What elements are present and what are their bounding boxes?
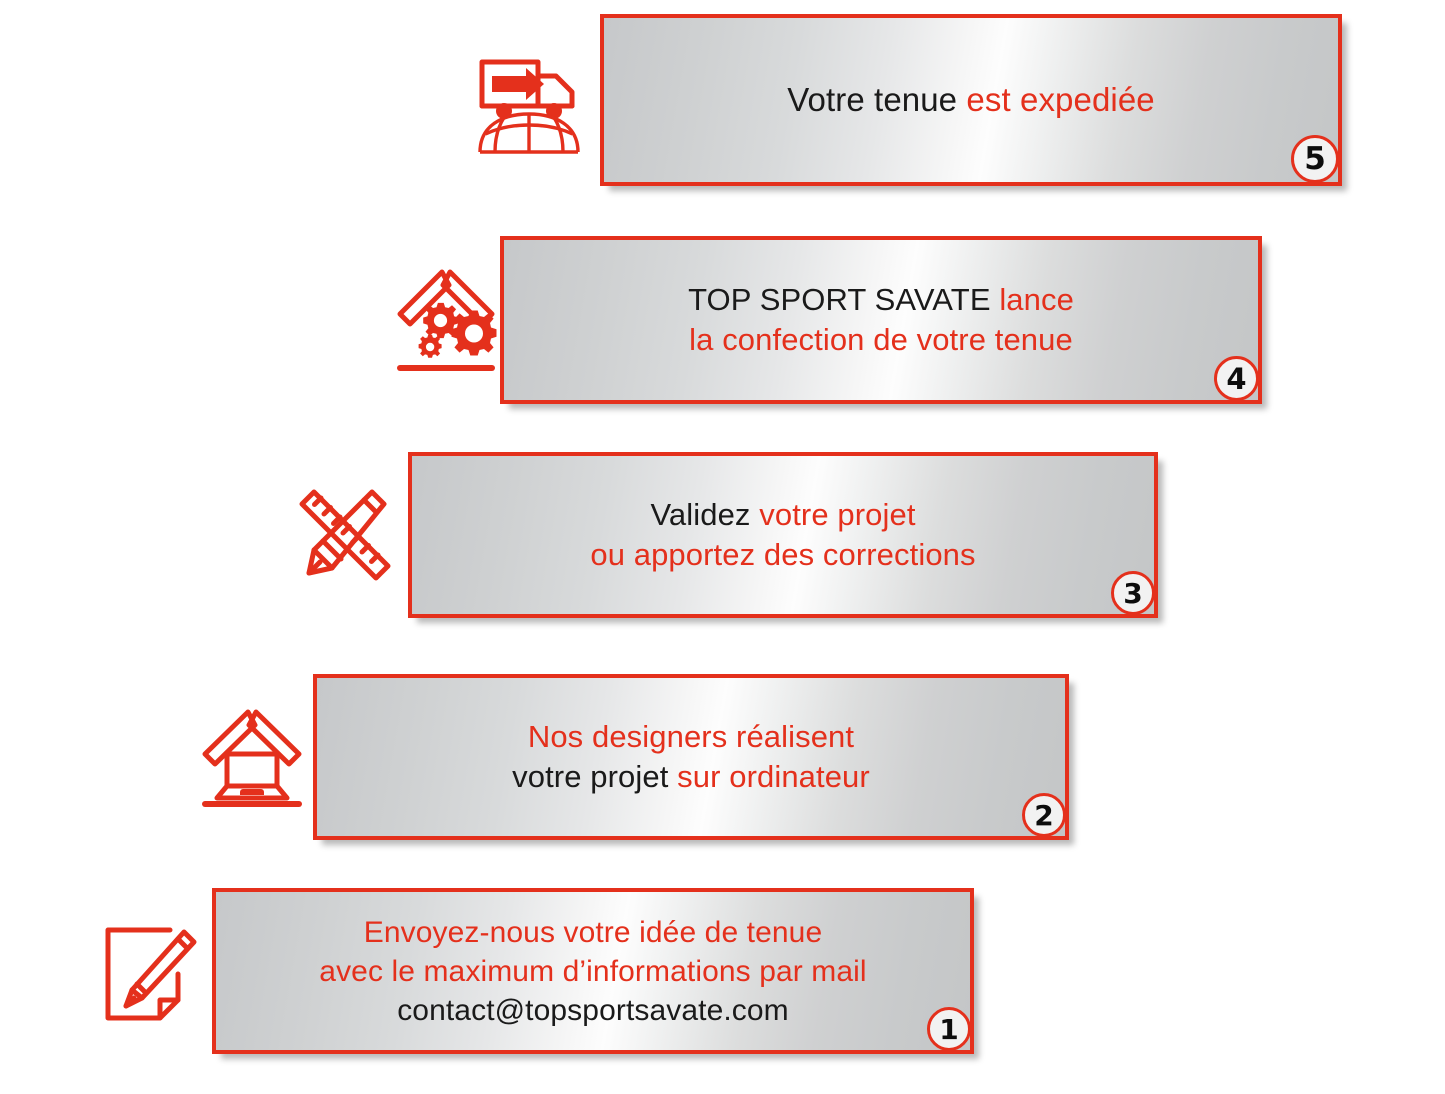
step-number-badge-3: 3 — [1111, 571, 1155, 615]
document-pencil-icon — [98, 918, 206, 1028]
step-number-badge-4: 4 — [1214, 356, 1259, 401]
text-segment: TOP SPORT SAVATE — [688, 281, 1000, 317]
text-segment: votre projet — [512, 759, 678, 794]
step-text-line: Nos designers réalisent — [512, 717, 870, 757]
step-bar-5: Votre tenue est expediée 5 — [600, 14, 1342, 186]
step-text-line: Validez votre projet — [590, 495, 975, 535]
step-text-line: TOP SPORT SAVATE lance — [688, 280, 1074, 320]
text-segment: Votre tenue — [787, 80, 967, 118]
step-text-1: Envoyez-nous votre idée de tenue avec le … — [305, 913, 880, 1030]
step-text-line: avec le maximum d’informations par mail — [319, 952, 866, 991]
step-number-badge-5: 5 — [1291, 135, 1339, 183]
delivery-truck-globe-icon — [474, 48, 584, 158]
text-segment: la confection de votre tenue — [689, 322, 1073, 357]
step-text-line: ou apportez des corrections — [590, 535, 975, 575]
roof-gears-icon — [392, 262, 500, 378]
step-text-5: Votre tenue est expediée — [773, 79, 1169, 122]
text-segment: contact@topsportsavate.com — [397, 993, 789, 1027]
text-segment: votre projet — [759, 496, 916, 532]
roof-laptop-icon — [197, 704, 307, 814]
step-number-badge-1: 1 — [927, 1007, 971, 1051]
step-text-line: Votre tenue est expediée — [787, 79, 1155, 122]
step-bar-1: Envoyez-nous votre idée de tenue avec le … — [212, 888, 974, 1054]
step-text-line: la confection de votre tenue — [688, 320, 1074, 360]
text-segment: sur ordinateur — [677, 759, 870, 794]
text-segment: Validez — [650, 496, 760, 532]
text-segment: est expediée — [966, 80, 1155, 118]
step-text-line: contact@topsportsavate.com — [319, 991, 866, 1030]
text-segment: lance — [999, 281, 1074, 317]
text-segment: Nos designers réalisent — [527, 718, 855, 754]
step-text-line: Envoyez-nous votre idée de tenue — [319, 913, 866, 952]
step-number-badge-2: 2 — [1022, 793, 1066, 837]
text-segment: avec le maximum d’informations par mail — [319, 954, 867, 988]
text-segment: Envoyez-nous votre idée de tenue — [363, 915, 823, 949]
step-text-line: votre projet sur ordinateur — [512, 757, 870, 797]
ruler-pencil-cross-icon — [288, 478, 398, 592]
text-segment: ou apportez des corrections — [590, 537, 976, 572]
